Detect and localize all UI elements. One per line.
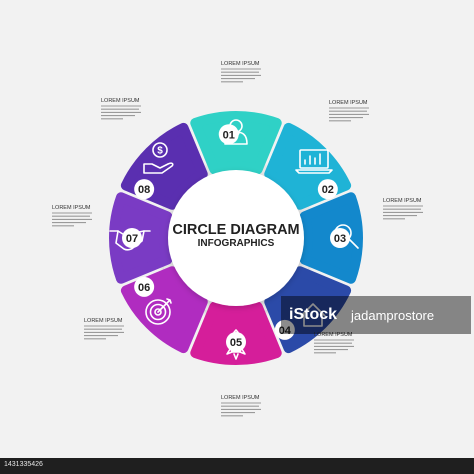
- segment-number: 08: [138, 184, 150, 196]
- badge-layer: 01 02 03 04 05 06 07 08: [122, 124, 350, 352]
- segment-label: LOREM IPSUM: [383, 198, 422, 204]
- badge-circle: [274, 319, 295, 340]
- segment-label: LOREM IPSUM: [52, 205, 91, 211]
- segment-01: [190, 111, 282, 175]
- footer-image-id: 1431335426: [4, 461, 43, 468]
- badge-circle: [134, 179, 155, 200]
- segment-label: LOREM IPSUM: [221, 395, 260, 401]
- number-badge-03: 03: [330, 228, 350, 248]
- segment-number: 03: [334, 233, 346, 245]
- footer-bar: [0, 458, 474, 474]
- segment-number: 06: [138, 282, 150, 294]
- watermark-credit: jadamprostore: [351, 307, 435, 323]
- description-block-05: LOREM IPSUM: [221, 395, 261, 417]
- laptop-chart-icon: [295, 149, 333, 174]
- badge-circle: [134, 276, 155, 297]
- segment-number: 04: [279, 325, 292, 337]
- badge-circle: [218, 124, 239, 145]
- watermark: iStock jadamprostore: [281, 296, 471, 334]
- description-layer: LOREM IPSUM LOREM IPSUM LOREM IPSUM LOREM I…: [52, 61, 423, 417]
- coin-hand-icon: $: [143, 142, 174, 174]
- home-icon: [300, 303, 326, 327]
- number-badge-07: 07: [122, 228, 142, 248]
- number-badge-04: 04: [274, 319, 295, 340]
- segment-label: LOREM IPSUM: [221, 61, 260, 67]
- target-icon: [145, 298, 172, 325]
- number-badge-02: 02: [317, 179, 338, 200]
- segment-number: 02: [322, 184, 334, 196]
- description-block-02: LOREM IPSUM: [329, 100, 369, 122]
- badge-circle: [317, 179, 338, 200]
- segment-label: LOREM IPSUM: [329, 100, 368, 106]
- description-block-04: LOREM IPSUM: [314, 332, 354, 354]
- description-block-01: LOREM IPSUM: [221, 61, 261, 83]
- center-title: CIRCLE DIAGRAM: [172, 222, 299, 238]
- number-badge-06: 06: [134, 276, 155, 297]
- description-block-03: LOREM IPSUM: [383, 198, 423, 220]
- badge-circle: [330, 228, 350, 248]
- segment-number: 07: [126, 233, 138, 245]
- badge-circle: [226, 332, 246, 352]
- segment-label: LOREM IPSUM: [101, 98, 140, 104]
- description-block-08: LOREM IPSUM: [101, 98, 141, 120]
- description-block-06: LOREM IPSUM: [84, 318, 124, 340]
- segment-number: 05: [230, 337, 242, 349]
- number-badge-08: 08: [134, 179, 155, 200]
- center-disc: [168, 170, 304, 306]
- number-badge-05: 05: [226, 332, 246, 352]
- icon-layer: $: [109, 119, 359, 360]
- segment-number: 01: [223, 129, 235, 141]
- svg-text:$: $: [157, 146, 163, 157]
- segment-label: LOREM IPSUM: [314, 332, 353, 338]
- watermark-brand: iStock: [289, 306, 338, 323]
- badge-circle: [122, 228, 142, 248]
- segment-label: LOREM IPSUM: [84, 318, 123, 324]
- number-badge-01: 01: [218, 124, 239, 145]
- center-subtitle: INFOGRAPHICS: [198, 238, 275, 249]
- description-block-07: LOREM IPSUM: [52, 205, 92, 227]
